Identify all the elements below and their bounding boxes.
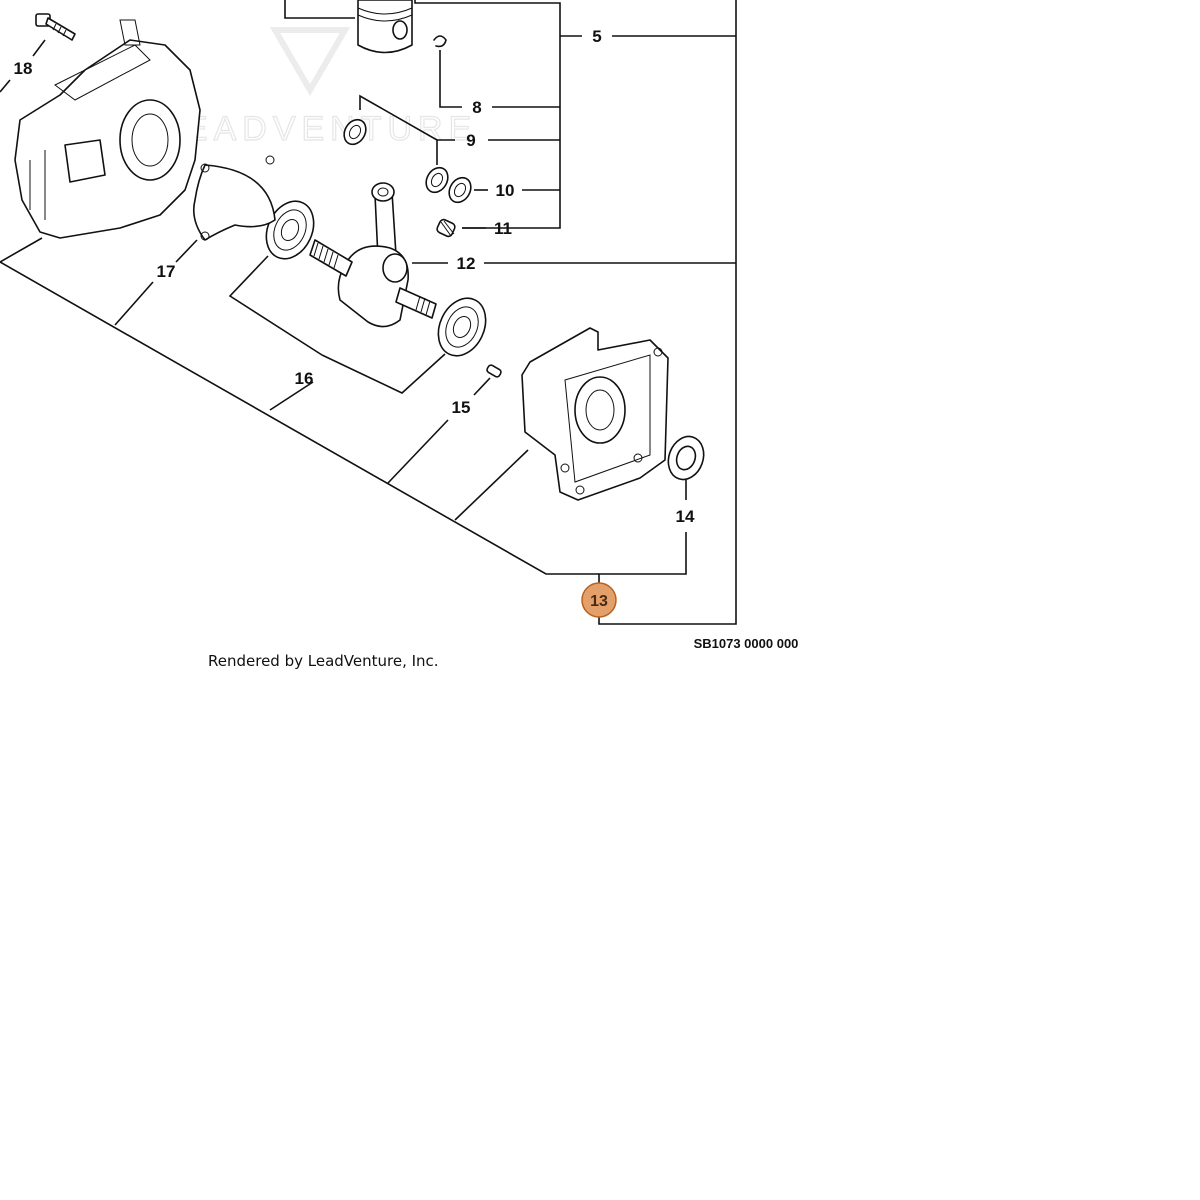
callout-14: 14: [676, 507, 695, 526]
callout-5: 5: [592, 27, 601, 46]
leader-lines: [0, 0, 737, 625]
callout-16: 16: [295, 369, 314, 388]
callout-18: 18: [14, 59, 33, 78]
watermark: LEADVENTURE: [159, 27, 477, 149]
part-crankshaft: [309, 182, 437, 328]
part-crankcase-right: [521, 327, 669, 501]
part-piston: [357, 0, 413, 54]
part-ball-bearing-right: [437, 297, 487, 357]
part-gasket: [192, 155, 276, 241]
callout-10: 10: [496, 181, 515, 200]
part-washer-9: [343, 118, 449, 194]
render-credit: Rendered by LeadVenture, Inc.: [208, 652, 439, 670]
watermark-text: LEADVENTURE: [160, 110, 477, 148]
callout-13-highlight[interactable]: 13: [581, 582, 617, 618]
callout-8: 8: [472, 98, 481, 117]
callout-labels: 5 8 9 10 11 12 14 15 16 17 18 13: [14, 27, 695, 618]
part-needle-bearing: [436, 218, 456, 238]
part-washer-10: [448, 176, 472, 204]
callout-11: 11: [494, 219, 512, 238]
callout-15: 15: [452, 398, 471, 417]
callout-9: 9: [466, 131, 475, 150]
callout-17: 17: [157, 262, 176, 281]
highlight-circle[interactable]: [581, 582, 617, 618]
callout-12: 12: [457, 254, 476, 273]
reference-code: SB1073 0000 000: [694, 636, 799, 651]
part-oil-seal: [667, 435, 705, 481]
part-circlip: [433, 35, 447, 48]
part-bolt: [35, 13, 76, 41]
part-dowel-pin: [486, 364, 502, 378]
callout-13[interactable]: 13: [590, 593, 608, 610]
part-crankcase-left: [14, 19, 201, 239]
